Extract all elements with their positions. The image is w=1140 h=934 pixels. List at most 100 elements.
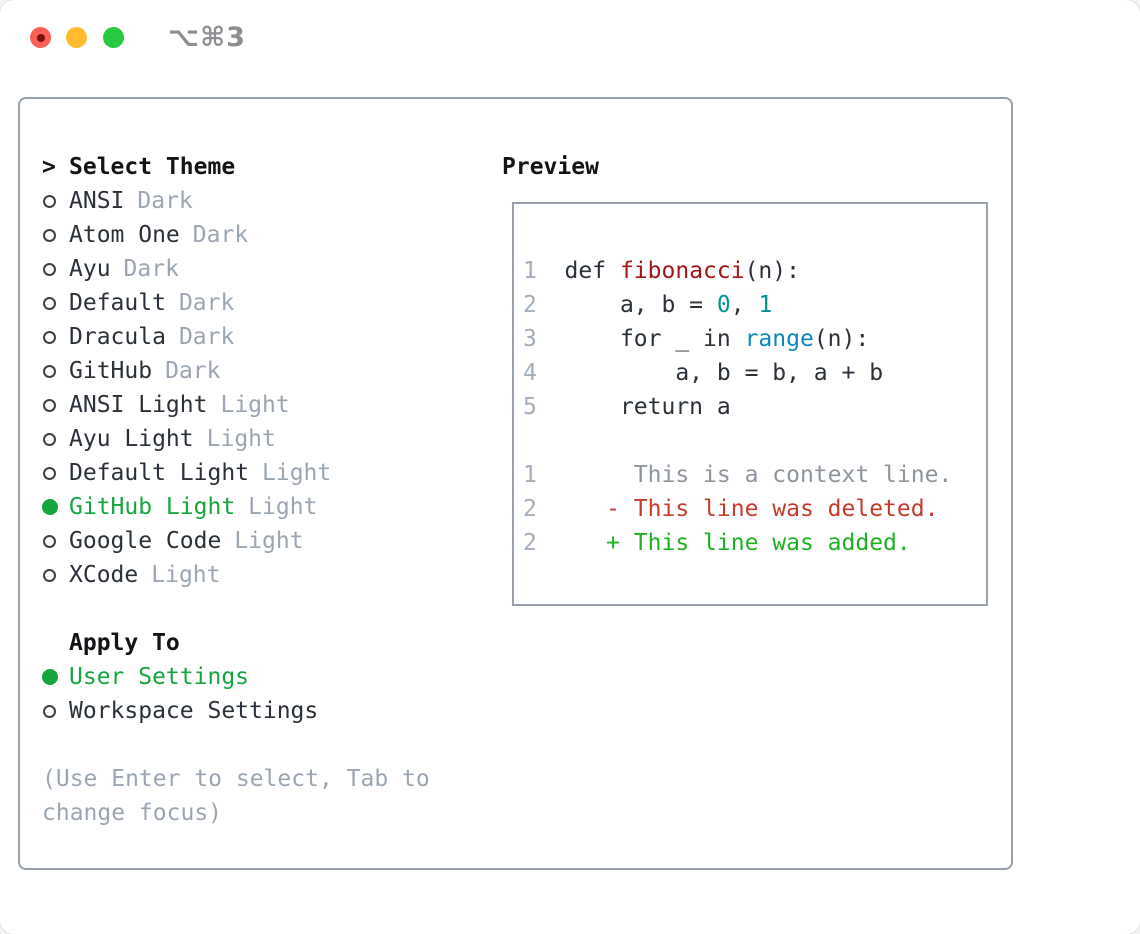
hint-text-line-1: (Use Enter to select, Tab to <box>42 766 430 792</box>
theme-item-default-light[interactable]: Default Light Light <box>42 456 490 490</box>
code-token: 1 <box>758 292 773 318</box>
apply-option-label: Workspace Settings <box>69 698 319 724</box>
theme-tag: Dark <box>137 188 193 214</box>
theme-name: Default Light <box>69 460 250 486</box>
radio-unselected-icon <box>43 568 56 582</box>
code-token: This is a context line. <box>536 462 953 488</box>
theme-tag: Light <box>151 562 221 588</box>
line-number: 2 <box>523 496 537 522</box>
radio-unselected-icon <box>43 432 56 446</box>
theme-item-dracula[interactable]: Dracula Dark <box>42 320 490 354</box>
line-number: 5 <box>523 394 537 420</box>
apply-option-user-settings[interactable]: User Settings <box>42 660 490 694</box>
code-token: 0 <box>716 292 731 318</box>
line-number: 4 <box>523 360 537 386</box>
theme-tag: Dark <box>192 222 249 248</box>
theme-tag: Light <box>234 528 304 554</box>
theme-tag: Light <box>248 494 318 520</box>
radio-selected-icon <box>42 669 58 685</box>
hint-text-line-2: change focus) <box>42 800 223 826</box>
code-token: def <box>536 258 620 284</box>
theme-name: Atom One <box>69 222 180 248</box>
theme-name: GitHub <box>69 358 153 384</box>
code-line: 2 a, b = 0, 1 <box>523 288 986 322</box>
apply-option-label: User Settings <box>69 664 250 690</box>
theme-name: Ayu Light <box>69 426 194 452</box>
theme-item-default[interactable]: Default Dark <box>42 286 490 320</box>
apply-option-workspace-settings[interactable]: Workspace Settings <box>42 694 490 728</box>
code-blank-line <box>523 424 986 458</box>
apply-to-header: Apply To <box>69 630 180 656</box>
radio-unselected-icon <box>43 466 56 480</box>
theme-name: XCode <box>69 562 139 588</box>
theme-item-github[interactable]: GitHub Dark <box>42 354 490 388</box>
radio-unselected-icon <box>43 194 56 208</box>
theme-item-ansi[interactable]: ANSI Dark <box>42 184 490 218</box>
theme-tag: Light <box>220 392 290 418</box>
theme-name: GitHub Light <box>69 494 236 520</box>
code-token: return a <box>536 394 731 420</box>
theme-tag: Light <box>262 460 332 486</box>
radio-unselected-icon <box>43 704 56 718</box>
preview-header: Preview <box>502 154 599 180</box>
line-number: 2 <box>523 292 537 318</box>
theme-tag: Dark <box>123 256 179 282</box>
code-token: a, b = <box>536 292 717 318</box>
code-token: fibonacci <box>619 258 745 284</box>
code-token: a, b = b, a + b <box>536 360 884 386</box>
code-line: 2 + This line was added. <box>523 526 986 560</box>
theme-item-github-light[interactable]: GitHub Light Light <box>42 490 490 524</box>
code-token: for _ in <box>536 326 745 352</box>
theme-name: Ayu <box>69 256 111 282</box>
traffic-light-minimize-icon[interactable] <box>66 27 87 48</box>
window-title: ⌥⌘3 <box>168 22 246 53</box>
titlebar: ⌥⌘3 <box>0 0 1140 70</box>
theme-tag: Dark <box>178 324 235 350</box>
code-token: , <box>730 292 759 318</box>
traffic-light-zoom-icon[interactable] <box>103 27 124 48</box>
theme-item-ansi-light[interactable]: ANSI Light Light <box>42 388 490 422</box>
code-line: 4 a, b = b, a + b <box>523 356 986 390</box>
theme-item-ayu[interactable]: Ayu Dark <box>42 252 490 286</box>
theme-list-header-row: > Select Theme <box>42 150 490 184</box>
radio-unselected-icon <box>43 262 56 276</box>
theme-name: Default <box>69 290 166 316</box>
theme-tag: Dark <box>165 358 221 384</box>
code-line: 1 def fibonacci(n): <box>523 254 986 288</box>
line-number: 3 <box>523 326 537 352</box>
code-token: + This line was added. <box>536 530 911 556</box>
code-line: 2 - This line was deleted. <box>523 492 986 526</box>
theme-name: Dracula <box>69 324 166 350</box>
code-token: - This line was deleted. <box>536 496 939 522</box>
theme-item-xcode[interactable]: XCode Light <box>42 558 490 592</box>
code-line: 5 return a <box>523 390 986 424</box>
line-number: 2 <box>523 530 537 556</box>
theme-item-atom-one[interactable]: Atom One Dark <box>42 218 490 252</box>
code-line: 1 This is a context line. <box>523 458 986 492</box>
theme-name: ANSI <box>69 188 125 214</box>
line-number: 1 <box>523 462 537 488</box>
traffic-light-close-icon[interactable] <box>30 27 51 48</box>
line-number: 1 <box>523 258 537 284</box>
theme-name: ANSI Light <box>69 392 208 418</box>
radio-unselected-icon <box>43 296 56 310</box>
spacer <box>42 728 490 762</box>
code-token: (n): <box>813 326 870 352</box>
radio-selected-icon <box>42 499 58 515</box>
radio-unselected-icon <box>43 228 56 242</box>
radio-unselected-icon <box>43 330 56 344</box>
radio-unselected-icon <box>43 364 56 378</box>
theme-list-header: Select Theme <box>69 154 236 180</box>
cursor-prefix-icon: > <box>42 154 56 180</box>
theme-tag: Dark <box>178 290 235 316</box>
radio-unselected-icon <box>43 534 56 548</box>
spacer <box>42 592 490 626</box>
